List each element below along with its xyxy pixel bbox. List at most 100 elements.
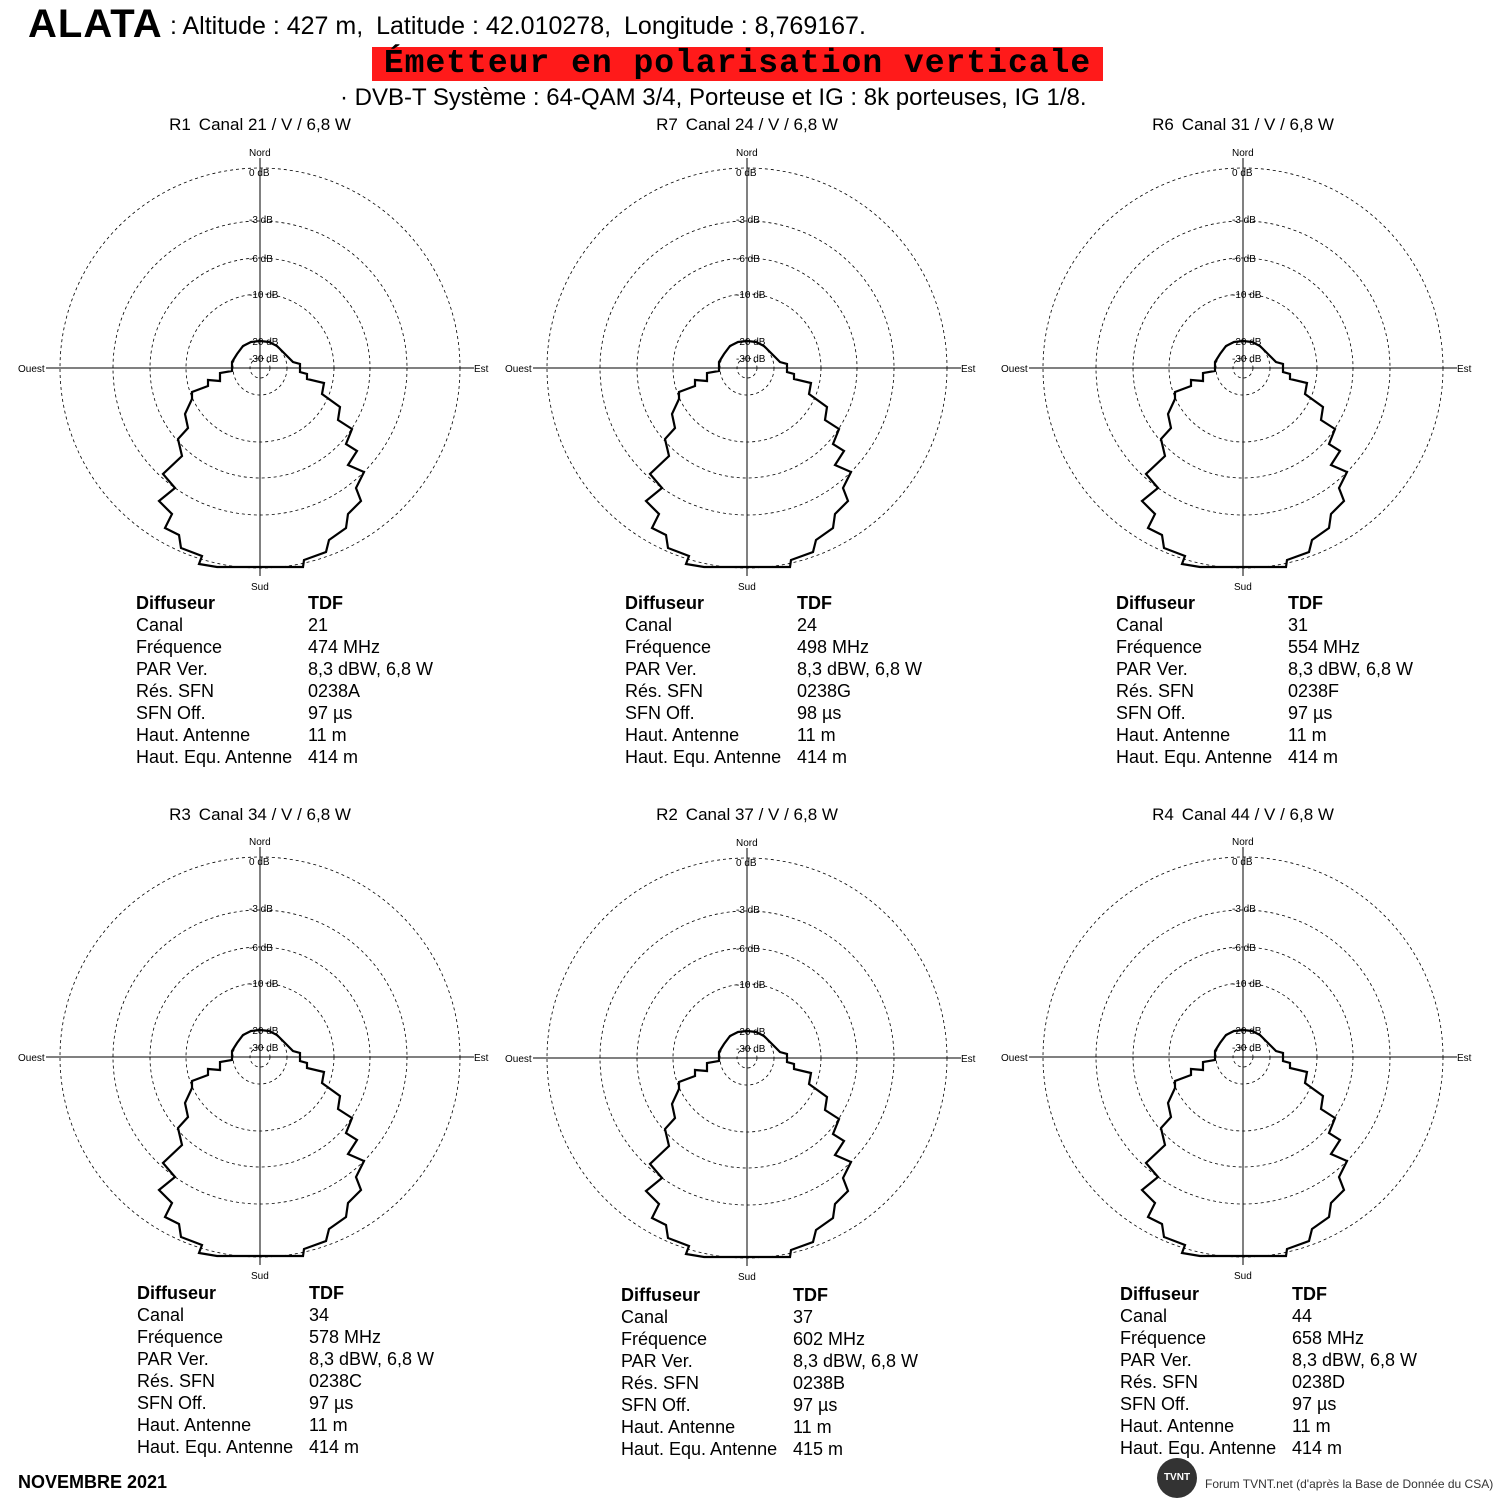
info-label: Haut. Equ. Antenne <box>1116 747 1273 767</box>
site-coordinates: : Altitude : 427 m, Latitude : 42.010278… <box>170 12 872 41</box>
info-value: 8,3 dBW, 6,8 W <box>1292 1350 1418 1370</box>
panel-channel: Canal 31 / V / 6,8 W <box>1181 115 1334 134</box>
info-label: Canal <box>621 1307 669 1327</box>
info-value: 8,3 dBW, 6,8 W <box>793 1351 919 1371</box>
info-value: 414 m <box>1292 1438 1343 1458</box>
info-label: Rés. SFN <box>621 1373 700 1393</box>
ring-label: -20 dB <box>249 1026 279 1037</box>
info-label: SFN Off. <box>136 703 206 723</box>
south-label: Sud <box>738 582 756 593</box>
info-label: Canal <box>137 1305 185 1325</box>
ring-label: -10 dB <box>736 980 766 991</box>
ring-label: -20 dB <box>1232 1026 1262 1037</box>
west-label: Ouest <box>505 1054 532 1065</box>
ring-label: -30 dB <box>736 1044 766 1055</box>
radiation-diagram: 0 dB-3 dB-6 dB-10 dB-20 dB-30 dBNordSudE… <box>1001 148 1472 593</box>
info-label: PAR Ver. <box>625 659 697 679</box>
north-label: Nord <box>1232 837 1254 848</box>
info-value: 8,3 dBW, 6,8 W <box>309 1349 435 1369</box>
info-value: 11 m <box>1288 725 1327 745</box>
ring-label: -6 dB <box>1232 254 1256 265</box>
info-label: Haut. Equ. Antenne <box>137 1437 294 1457</box>
south-label: Sud <box>251 582 269 593</box>
ring-label: -10 dB <box>1232 979 1262 990</box>
ring-label: 0 dB <box>736 168 757 179</box>
info-row: SFN Off.97 µs <box>1116 702 1413 724</box>
ring-label: 0 dB <box>249 857 270 868</box>
ring-label: -30 dB <box>736 354 766 365</box>
ring-label: -3 dB <box>736 215 760 226</box>
panel-channel: Canal 24 / V / 6,8 W <box>685 115 838 134</box>
ring-label: -3 dB <box>249 904 273 915</box>
panel-id: R6 <box>1152 115 1174 134</box>
info-label: Rés. SFN <box>625 681 704 701</box>
panel-title: R1 Canal 21 / V / 6,8 W <box>10 115 510 135</box>
ring-label: 0 dB <box>249 168 270 179</box>
info-row: PAR Ver.8,3 dBW, 6,8 W <box>137 1348 434 1370</box>
info-value: 415 m <box>793 1439 844 1459</box>
east-label: Est <box>961 364 976 375</box>
info-value: 602 MHz <box>793 1329 866 1349</box>
info-value: 414 m <box>309 1437 360 1457</box>
info-value: 0238D <box>1292 1372 1346 1392</box>
info-label: Haut. Antenne <box>1116 725 1231 745</box>
info-value: 97 µs <box>308 703 353 723</box>
north-label: Nord <box>249 837 271 848</box>
polarisation-banner: Émetteur en polarisation verticale <box>372 47 1103 81</box>
info-label: Haut. Antenne <box>136 725 251 745</box>
info-row: PAR Ver.8,3 dBW, 6,8 W <box>1120 1349 1417 1371</box>
radiation-pattern <box>1140 339 1349 569</box>
info-label: Canal <box>625 615 673 635</box>
site-name: ALATA <box>28 2 163 46</box>
info-row: Haut. Equ. Antenne 414 m <box>137 1436 434 1458</box>
south-label: Sud <box>251 1271 269 1282</box>
info-row: PAR Ver.8,3 dBW, 6,8 W <box>136 658 433 680</box>
ring-label: -6 dB <box>736 944 760 955</box>
info-value: TDF <box>1292 1284 1327 1304</box>
ring-label: -30 dB <box>249 1043 279 1054</box>
ring-label: -30 dB <box>249 354 279 365</box>
info-value: 658 MHz <box>1292 1328 1365 1348</box>
info-value: 8,3 dBW, 6,8 W <box>797 659 923 679</box>
altitude-text: : Altitude : 427 m, <box>170 12 364 40</box>
west-label: Ouest <box>18 1053 45 1064</box>
info-value: 0238B <box>793 1373 846 1393</box>
ring-label: -30 dB <box>1232 354 1262 365</box>
ring-label: -3 dB <box>249 215 273 226</box>
info-value: 98 µs <box>797 703 842 723</box>
south-label: Sud <box>1234 582 1252 593</box>
info-row: SFN Off.97 µs <box>621 1394 918 1416</box>
info-label: Rés. SFN <box>136 681 215 701</box>
radiation-pattern <box>644 339 853 569</box>
info-value: 8,3 dBW, 6,8 W <box>1288 659 1414 679</box>
info-row: SFN Off. 97 µs <box>136 702 433 724</box>
info-label: Haut. Antenne <box>1120 1416 1235 1436</box>
ring-label: 0 dB <box>1232 168 1253 179</box>
radiation-diagram: 0 dB-3 dB-6 dB-10 dB-20 dB-30 dBNordSudE… <box>1001 837 1472 1282</box>
system-line: · DVB-T Système : 64-QAM 3/4, Porteuse e… <box>340 84 1087 111</box>
info-label: Haut. Equ. Antenne <box>1120 1438 1277 1458</box>
info-value: 11 m <box>1292 1416 1331 1436</box>
radiation-diagram: 0 dB-3 dB-6 dB-10 dB-20 dB-30 dBNordSudE… <box>505 838 976 1283</box>
panel-id: R3 <box>169 805 191 824</box>
info-label: Haut. Equ. Antenne <box>625 747 782 767</box>
panel-channel: Canal 21 / V / 6,8 W <box>198 115 351 134</box>
info-value: 474 MHz <box>308 637 381 657</box>
west-label: Ouest <box>18 364 45 375</box>
panel-id: R1 <box>169 115 191 134</box>
west-label: Ouest <box>1001 1053 1028 1064</box>
info-label: Fréquence <box>136 637 223 657</box>
